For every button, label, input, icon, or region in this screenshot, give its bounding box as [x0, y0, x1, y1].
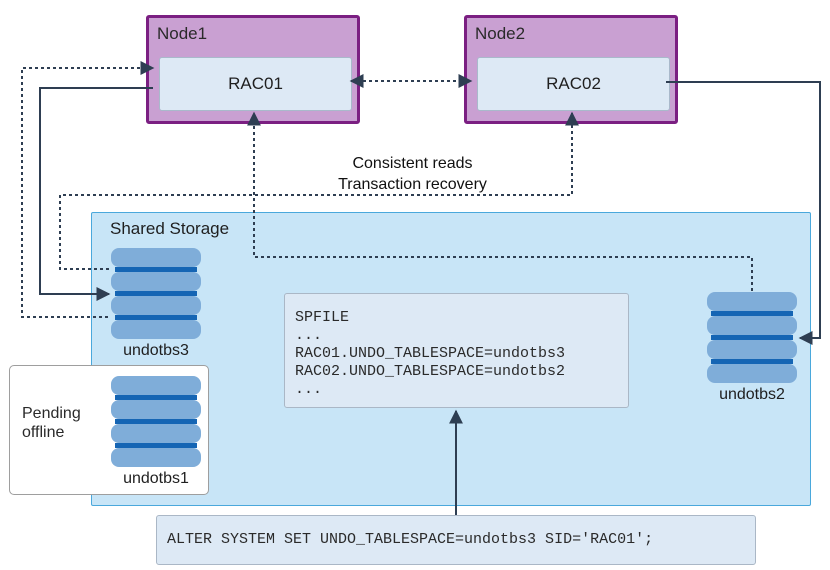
undotbs2-label: undotbs2 — [719, 386, 785, 403]
undotbs2-to-rac01-dotted — [247, 111, 753, 291]
connection-annotation: Consistent reads Transaction recovery — [300, 153, 525, 195]
pending-offline-label: Pending offline — [22, 404, 81, 442]
spfile-line-2: ... — [295, 327, 323, 344]
node1-label: Node1 — [157, 24, 208, 43]
alter-system-command: ALTER SYSTEM SET UNDO_TABLESPACE=undotbs… — [167, 531, 654, 548]
rac02-to-undotbs2-solid — [666, 81, 821, 345]
alter-system-command-box: ALTER SYSTEM SET UNDO_TABLESPACE=undotbs… — [156, 515, 756, 565]
node2-label: Node2 — [475, 24, 526, 43]
undotbs2-disk-icon — [707, 292, 797, 383]
annotation-consistent-reads: Consistent reads — [352, 155, 473, 172]
undotbs3-to-rac01-dotted — [21, 61, 155, 318]
pending-offline-line2: offline — [22, 424, 65, 441]
spfile-line-5: ... — [295, 381, 323, 398]
instance-rac01-label: RAC01 — [228, 74, 283, 93]
undotbs3-to-rac02-dotted — [59, 111, 579, 270]
undotbs1-disk-icon — [111, 376, 201, 467]
instance-rac02-label: RAC02 — [546, 74, 601, 93]
spfile-line-3: RAC01.UNDO_TABLESPACE=undotbs3 — [295, 345, 566, 362]
spfile-line-4: RAC02.UNDO_TABLESPACE=undotbs2 — [295, 363, 566, 380]
annotation-transaction-recovery: Transaction recovery — [338, 176, 487, 193]
spfile-line-1: SPFILE — [295, 309, 350, 326]
rac01-to-undotbs3-solid — [39, 87, 153, 301]
instance-rac02[interactable]: RAC02 — [477, 57, 670, 111]
undotbs1-label: undotbs1 — [123, 470, 189, 487]
shared-storage-label: Shared Storage — [110, 219, 230, 238]
pending-offline-line1: Pending — [22, 405, 81, 422]
undotbs3-label: undotbs3 — [123, 342, 189, 359]
node2-box: Node2 RAC02 — [464, 15, 678, 124]
instance-rac01[interactable]: RAC01 — [159, 57, 352, 111]
spfile-box: SPFILE ... RAC01.UNDO_TABLESPACE=undotbs… — [284, 293, 629, 408]
undotbs3-disk-icon — [111, 248, 201, 339]
